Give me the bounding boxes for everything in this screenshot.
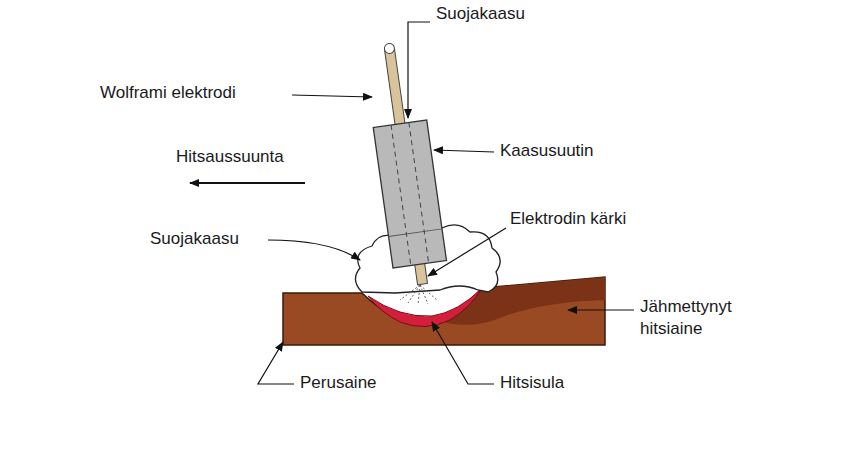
part-label: Hitsisula bbox=[500, 372, 564, 394]
direction-label: Hitsaussuunta bbox=[176, 146, 284, 168]
part-label: Kaasusuutin bbox=[500, 140, 594, 162]
part-label: Suojakaasu bbox=[436, 3, 525, 25]
part-label: Suojakaasu bbox=[150, 228, 239, 250]
part-label: Elektrodin kärki bbox=[510, 208, 626, 230]
part-label: Jähmettynyt hitsiaine bbox=[640, 296, 770, 340]
gas-nozzle bbox=[373, 120, 446, 268]
weld-pool bbox=[368, 288, 482, 327]
direction-arrow bbox=[190, 182, 305, 184]
part-label: Perusaine bbox=[300, 372, 377, 394]
part-label: Wolframi elektrodi bbox=[100, 82, 236, 104]
